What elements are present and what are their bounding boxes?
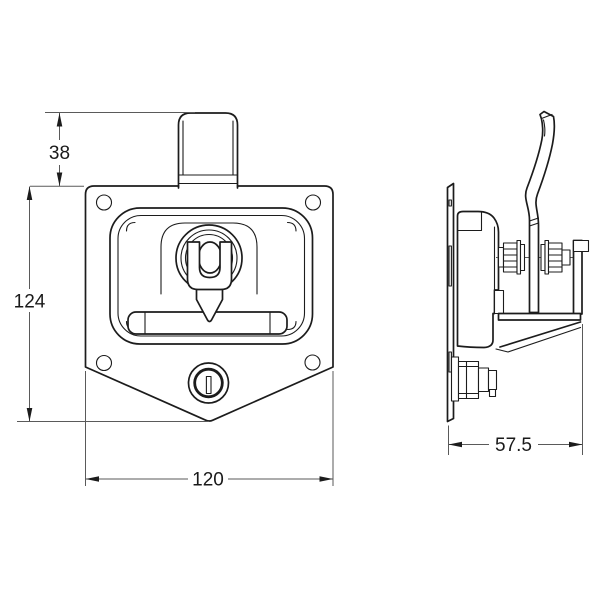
mounting-hole-top-right <box>304 194 322 211</box>
lock-step <box>477 367 490 393</box>
handle-pivot-ball <box>197 241 223 274</box>
dimension-label-plate-width: 120 <box>192 470 224 491</box>
stem-outline <box>177 112 239 189</box>
lever-bend-ticks <box>528 217 540 227</box>
lock-outer-circle <box>187 362 230 404</box>
front-view: 38 124 120 <box>14 112 334 491</box>
dimension-label-depth: 57.5 <box>495 435 532 456</box>
catch-ramp-lower <box>495 326 582 353</box>
lock-ring <box>193 367 224 399</box>
bracket-top-flange <box>572 239 590 253</box>
body-shaft-guide <box>493 289 505 315</box>
mounting-hole-top-left <box>95 194 113 211</box>
lock-cam-tab <box>488 388 497 398</box>
nut-thread-lines <box>547 248 563 268</box>
lock-flange-disc <box>450 356 460 402</box>
mounting-hole-bottom-right <box>304 354 321 371</box>
arrow-left <box>448 441 462 448</box>
lock-barrel-lines <box>457 360 480 400</box>
plate-outline <box>84 185 334 422</box>
lock-keyway <box>205 375 212 395</box>
handle-grip-bracket <box>186 241 233 291</box>
handle-shaft <box>195 288 224 323</box>
lock-cylinder <box>187 362 230 404</box>
washer-small <box>540 243 546 272</box>
arrow-right <box>569 441 583 448</box>
dimension-depth: 57.5 <box>448 324 583 456</box>
nut-stack-left <box>497 239 526 275</box>
nut-thread-lines <box>502 248 518 268</box>
handle-stem <box>177 112 239 189</box>
side-bracket <box>495 239 590 353</box>
side-view: 57.5 <box>446 110 590 456</box>
dimension-handle-height: 38 <box>30 112 195 187</box>
arrow-up <box>56 113 63 127</box>
flange-hole-slot-top <box>448 199 452 207</box>
arrow-left <box>85 476 99 482</box>
dimension-label-plate-height: 124 <box>14 292 46 313</box>
catch-ramp-upper <box>499 321 582 348</box>
pan-fillet-bottom-right <box>286 320 297 331</box>
arrow-down <box>56 172 63 186</box>
pan-outer-rim <box>109 207 314 345</box>
recess-pan <box>109 207 314 345</box>
flange-recess-slot <box>448 245 452 287</box>
hex-nut <box>502 242 518 273</box>
body-corner-line <box>456 210 483 232</box>
bolt-end <box>561 249 571 266</box>
hex-nut <box>547 242 563 273</box>
pan-emboss-around-handle <box>160 222 258 295</box>
body-outline <box>456 210 500 349</box>
side-lever <box>524 110 556 314</box>
t-handle <box>175 224 243 323</box>
mounting-holes <box>95 194 322 372</box>
catch-plate <box>497 312 582 321</box>
lever-arm <box>524 110 556 314</box>
lock-cam <box>487 369 498 391</box>
side-lock-cylinder <box>450 356 498 402</box>
pan-fillet-top-right <box>286 221 297 232</box>
lever-hook-inner-line <box>540 113 553 137</box>
mounting-hole-bottom-left <box>95 354 113 372</box>
dimension-plate-height: 124 <box>14 186 209 422</box>
paddle-bar <box>127 311 288 335</box>
side-body <box>456 210 505 349</box>
arrow-up <box>26 186 33 200</box>
washer-small <box>519 243 526 272</box>
pan-fillet-top-left <box>125 221 136 232</box>
pan-inner-rim <box>117 214 306 337</box>
arrow-right <box>319 476 333 482</box>
spacer <box>497 246 505 268</box>
dimension-label-handle-height: 38 <box>49 143 70 164</box>
dimension-plate-width: 120 <box>85 371 334 491</box>
side-fastener-assembly <box>496 239 578 275</box>
nut-stack-right <box>540 239 571 275</box>
arrow-down <box>26 408 33 422</box>
